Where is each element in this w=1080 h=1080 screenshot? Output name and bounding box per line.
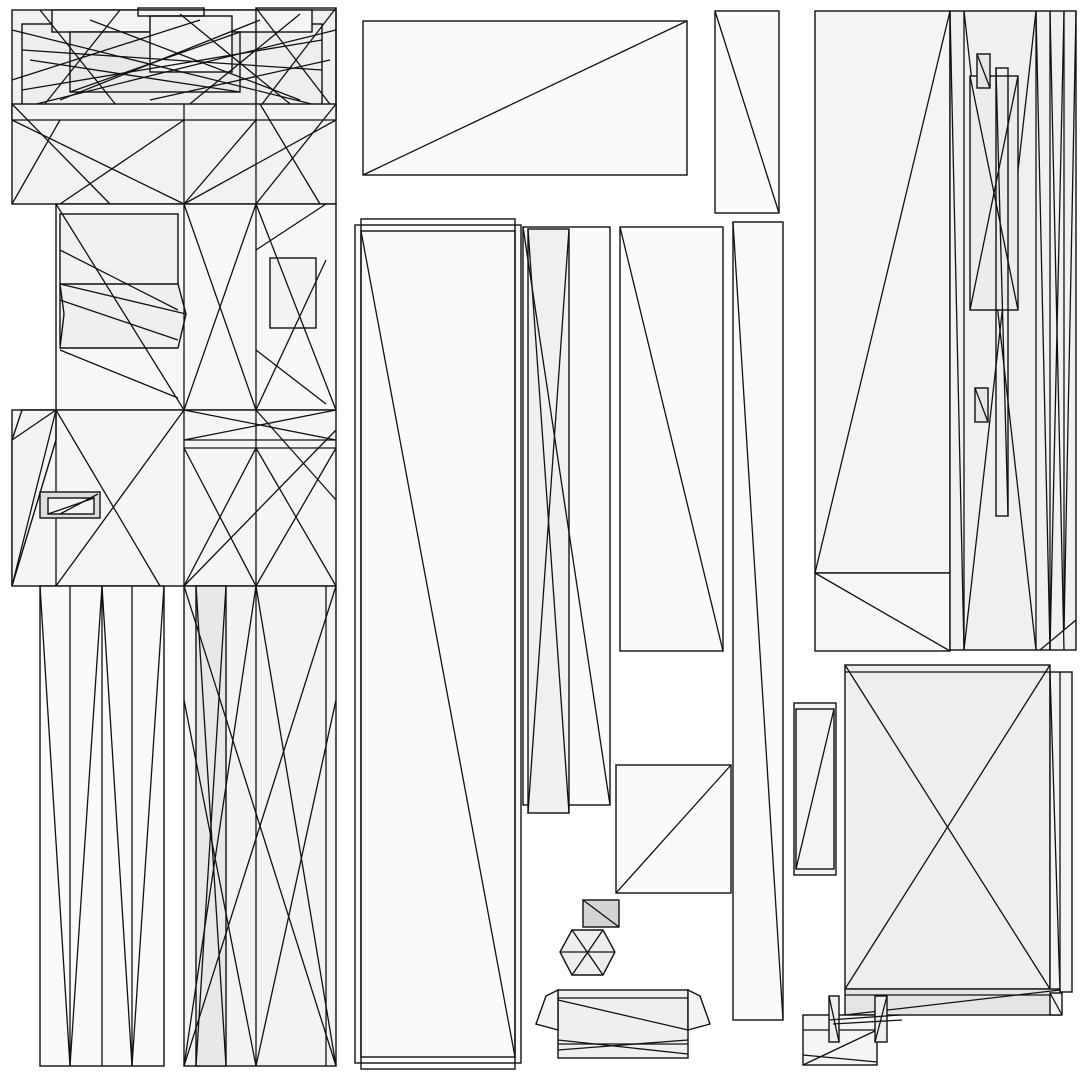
uv-island-tower-middle — [55, 203, 337, 411]
uv-island-small-parts — [535, 899, 711, 1059]
uv-island-narrow-vertical — [793, 702, 837, 876]
uv-island-bottom-right-small — [802, 995, 903, 1066]
uv-island-right-side-strips — [949, 10, 1077, 651]
uv-island-narrow-top — [714, 10, 780, 214]
uv-island-tower-top — [11, 7, 337, 121]
uv-island-top-panel — [362, 20, 688, 176]
uv-island-tower-legs — [39, 585, 337, 1067]
uv-island-tower-band — [11, 103, 337, 205]
uv-island-tower-lower — [11, 409, 337, 587]
uv-island-tall-panel — [354, 218, 522, 1070]
uv-island-long-strip — [732, 221, 784, 1021]
uv-island-mid-panel — [619, 226, 724, 652]
uv-island-slim-strip — [522, 226, 611, 814]
uv-island-large-x-panel — [844, 664, 1073, 1016]
uv-island-right-tall-panel — [814, 10, 951, 652]
uv-island-square-panel — [615, 764, 732, 894]
